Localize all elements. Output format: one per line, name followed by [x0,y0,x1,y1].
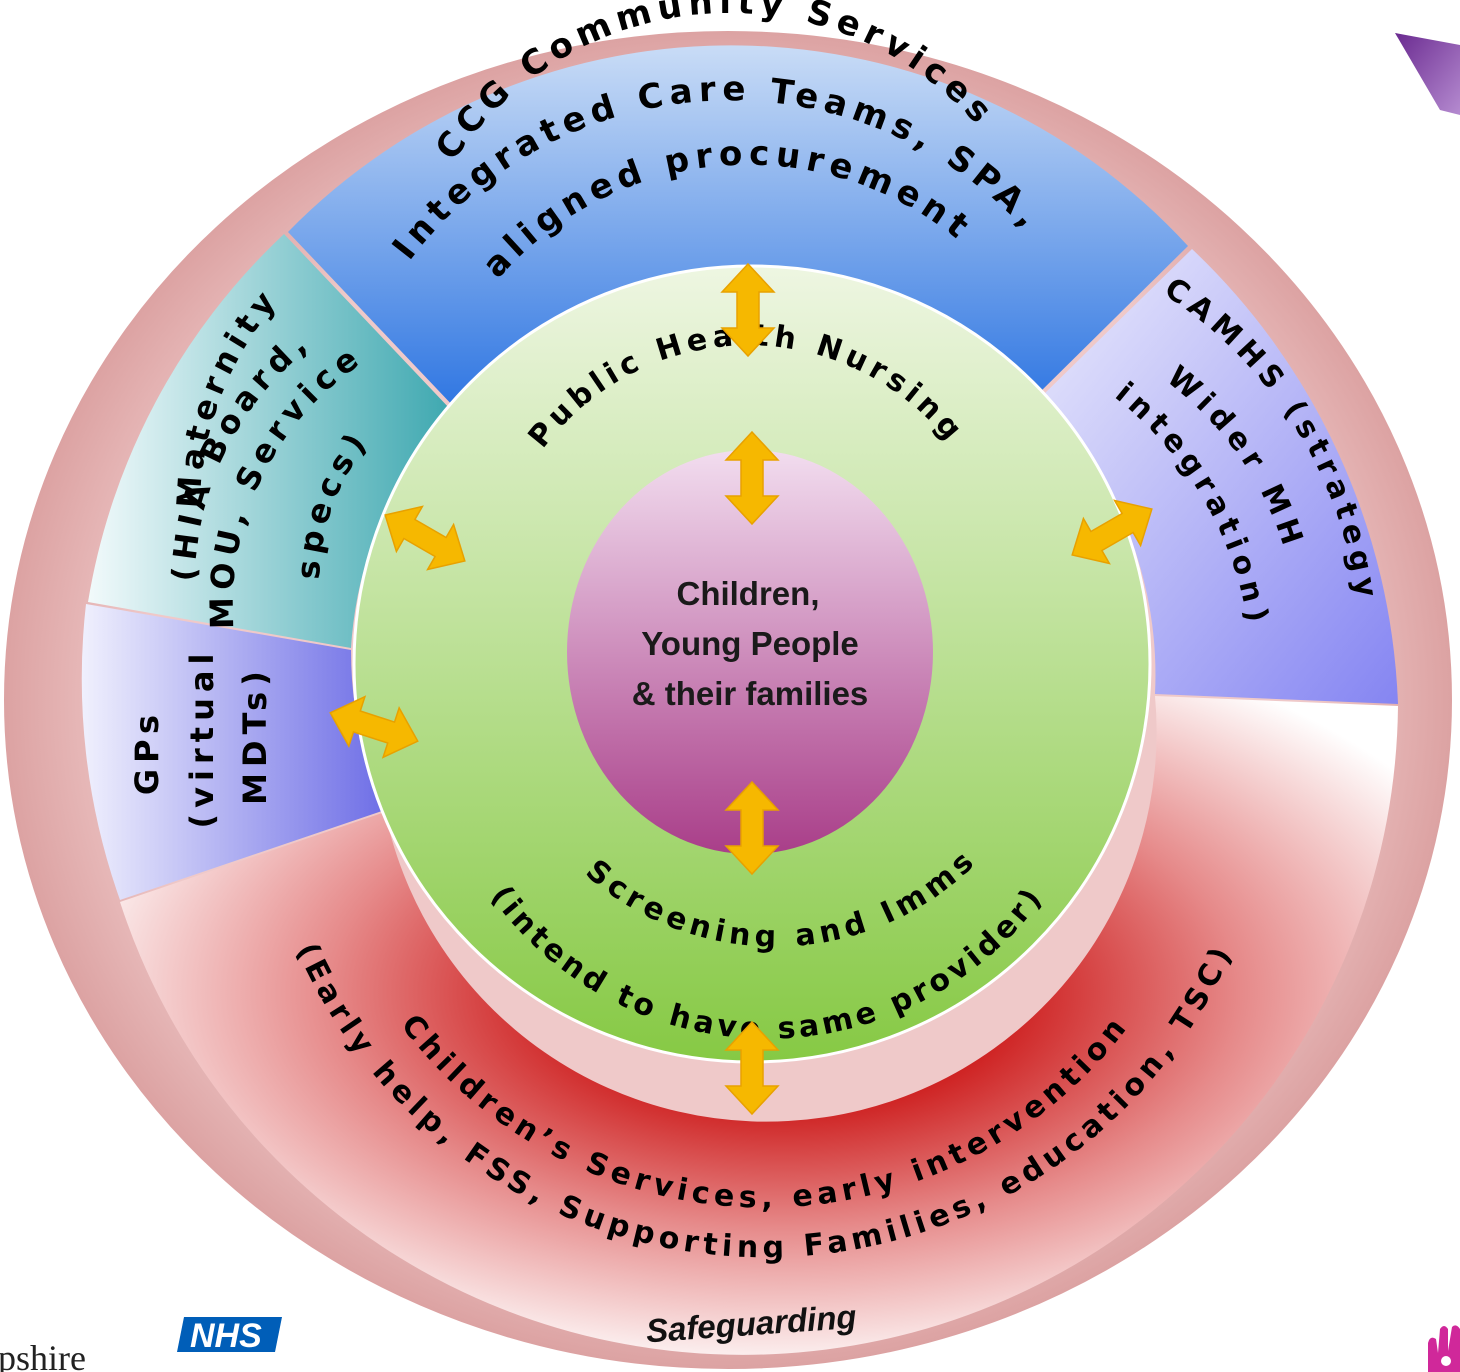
center-line-1: Children, [676,575,819,612]
center-line-2: Young People [641,625,859,662]
gps-label-line-3: MDTs) [236,665,274,805]
partner-logo [1395,33,1460,115]
gps-segment [81,604,385,900]
hampshire-logo-text: pshire [0,1338,86,1372]
maternity-segment [88,234,451,648]
gps-label-line-2: (virtual [183,648,221,829]
gps-label-line-1: GPs [128,709,166,795]
double-arrow-icon [724,780,780,876]
hand-icon [1428,1325,1460,1372]
center-line-3: & their families [632,675,869,712]
camhs-segment [1040,249,1398,704]
double-arrow-icon [720,262,776,358]
center-circle [567,450,933,854]
double-arrow-icon [724,430,780,526]
nhs-logo: NHS [177,1317,282,1355]
double-arrow-icon [384,505,466,571]
double-arrow-icon [1071,499,1153,565]
nhs-logo-text: NHS [190,1317,262,1355]
double-arrow-icon [724,1020,780,1116]
ccg-segment [288,45,1188,409]
double-arrow-icon [329,695,419,759]
childrens-services-segment [120,696,1398,1355]
